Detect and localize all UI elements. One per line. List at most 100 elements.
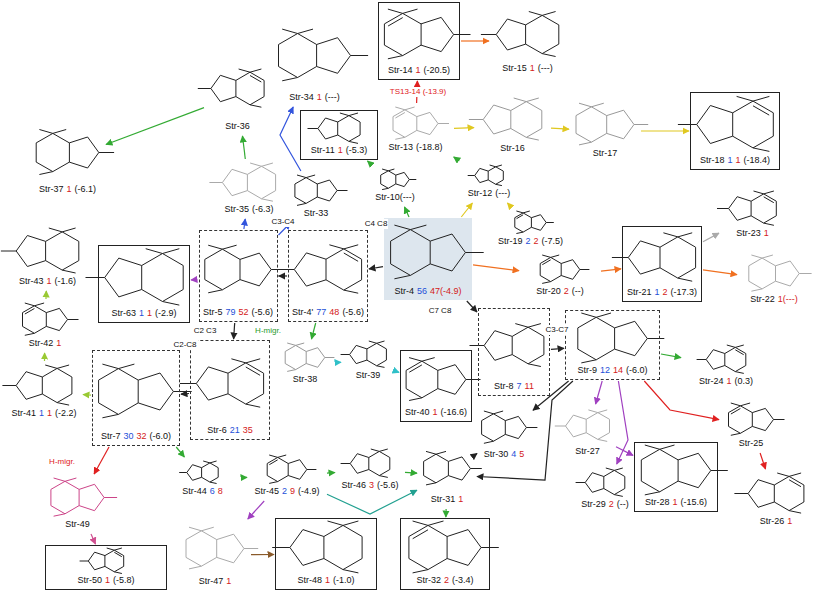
energy-value: (-6.0) — [626, 365, 648, 375]
ring-bond — [396, 172, 410, 186]
structure-label: Str-17 — [570, 142, 640, 160]
structure-name: Str-26 — [760, 516, 785, 526]
bond-label: H-migr. — [48, 457, 76, 467]
ring-bond — [381, 171, 396, 189]
methyl-bond — [57, 403, 69, 406]
reaction-arrow — [596, 381, 603, 404]
bond-label: C2 C3 — [193, 326, 218, 336]
structure-label: Str-281(-15.6) — [635, 491, 717, 509]
reaction-arrow — [395, 371, 399, 373]
methyl-bond — [349, 141, 358, 143]
methyl-bond — [542, 255, 551, 257]
ring-bond — [430, 234, 465, 271]
ring-bond — [515, 213, 532, 232]
double-bond — [735, 350, 743, 355]
count-number: 47(-4.9) — [430, 286, 462, 296]
reaction-arrow — [508, 203, 512, 207]
methyl-bond — [377, 341, 385, 343]
ring-bond — [729, 197, 752, 221]
structure-label: Str-292(--) — [570, 493, 640, 511]
methyl-bond — [382, 188, 388, 189]
methyl-bond — [45, 365, 57, 368]
molecule-skeleton — [409, 521, 499, 573]
reaction-arrow — [312, 323, 316, 339]
methyl-bond — [612, 257, 628, 258]
methyl-bond — [2, 385, 16, 386]
structure-node: Str-35(-6.3) — [215, 160, 283, 218]
methyl-bond — [496, 184, 502, 185]
energy-value: (-3.4) — [452, 575, 474, 585]
methyl-bond — [528, 364, 541, 367]
count-number: 6 — [210, 486, 215, 496]
ring-bond — [578, 317, 615, 360]
methyl-bond — [555, 426, 566, 427]
ring-bond — [51, 481, 79, 514]
reaction-arrow — [327, 490, 417, 514]
methyl-bond — [388, 169, 394, 171]
structure-label: Str-151(---) — [490, 57, 565, 75]
reaction-arrow — [760, 453, 765, 469]
structure-label: Str-371(-6.1) — [30, 178, 105, 196]
reaction-arrow — [405, 472, 417, 474]
structure-name: Str-31 — [431, 494, 456, 504]
count-number: 1 — [66, 184, 71, 194]
energy-value: (-2.2) — [55, 408, 77, 418]
methyl-bond — [306, 175, 315, 178]
ring-bond — [240, 253, 271, 286]
count-number: 1 — [47, 408, 52, 418]
ring-bond — [217, 534, 244, 563]
molecule-skeleton — [678, 96, 773, 151]
ring-bond — [774, 476, 804, 510]
methyl-bond — [341, 354, 350, 355]
molecule-skeleton — [717, 191, 776, 225]
methyl-bond — [614, 495, 623, 497]
structure-label: Str-4111(-2.2) — [6, 402, 82, 420]
count-number: 1 — [432, 407, 437, 417]
structure-node: Str-111(-5.3) — [300, 110, 378, 160]
count-number: 1 — [672, 497, 677, 507]
structure-node: Str-481(-1.0) — [275, 518, 377, 590]
methyl-bond — [678, 278, 692, 281]
ring-bond — [512, 327, 544, 364]
ring-bond — [247, 166, 275, 199]
methyl-bond — [490, 165, 496, 167]
label-line: Str-16 — [500, 143, 525, 154]
bond-label: C7 C8 — [428, 306, 453, 316]
label-line: Str-463(-5.6) — [341, 480, 398, 491]
label-line: Str-471 — [199, 576, 232, 587]
methyl-bond — [405, 107, 415, 110]
methyl-bond — [598, 410, 607, 413]
count-number: 77 — [316, 307, 326, 317]
structure-label: Str-421 — [10, 332, 80, 350]
structure-name: Str-19 — [498, 236, 523, 246]
methyl-bond — [469, 119, 483, 120]
structure-node: Str-36 — [205, 55, 270, 135]
methyl-bond — [789, 473, 801, 476]
reaction-arrow — [369, 267, 383, 269]
label-line: Str-111(-5.3) — [311, 145, 367, 156]
structure-node: Str-91214(-6.0) — [565, 310, 660, 380]
structure-label: Str-463(-5.6) — [336, 474, 404, 492]
structure-node: Str-73032(-6.0) — [92, 350, 180, 446]
ring-bond — [660, 237, 696, 278]
reaction-arrow — [601, 269, 621, 271]
methyl-bond — [591, 103, 603, 107]
methyl-bond — [80, 561, 89, 562]
energy-value: (-16.6) — [441, 407, 468, 417]
methyl-bond — [409, 398, 422, 401]
methyl-bond — [208, 290, 222, 293]
methyl-bond — [269, 455, 278, 457]
structure-name: Str-50 — [77, 575, 102, 585]
methyl-bond — [470, 468, 481, 469]
methyl-bond — [341, 463, 351, 464]
methyl-bond — [104, 497, 117, 498]
double-bond — [731, 409, 741, 415]
double-bond — [250, 76, 261, 83]
molecule-skeleton — [697, 345, 746, 373]
methyl-bond — [54, 514, 65, 516]
ring-bond — [615, 321, 648, 355]
bond-label: TS13-14 (-13.9) — [389, 87, 447, 97]
molecule-skeleton — [180, 359, 264, 407]
structure-label: Str-45647(-4.9) — [384, 280, 472, 298]
label-line: Str-45647(-4.9) — [394, 286, 461, 297]
